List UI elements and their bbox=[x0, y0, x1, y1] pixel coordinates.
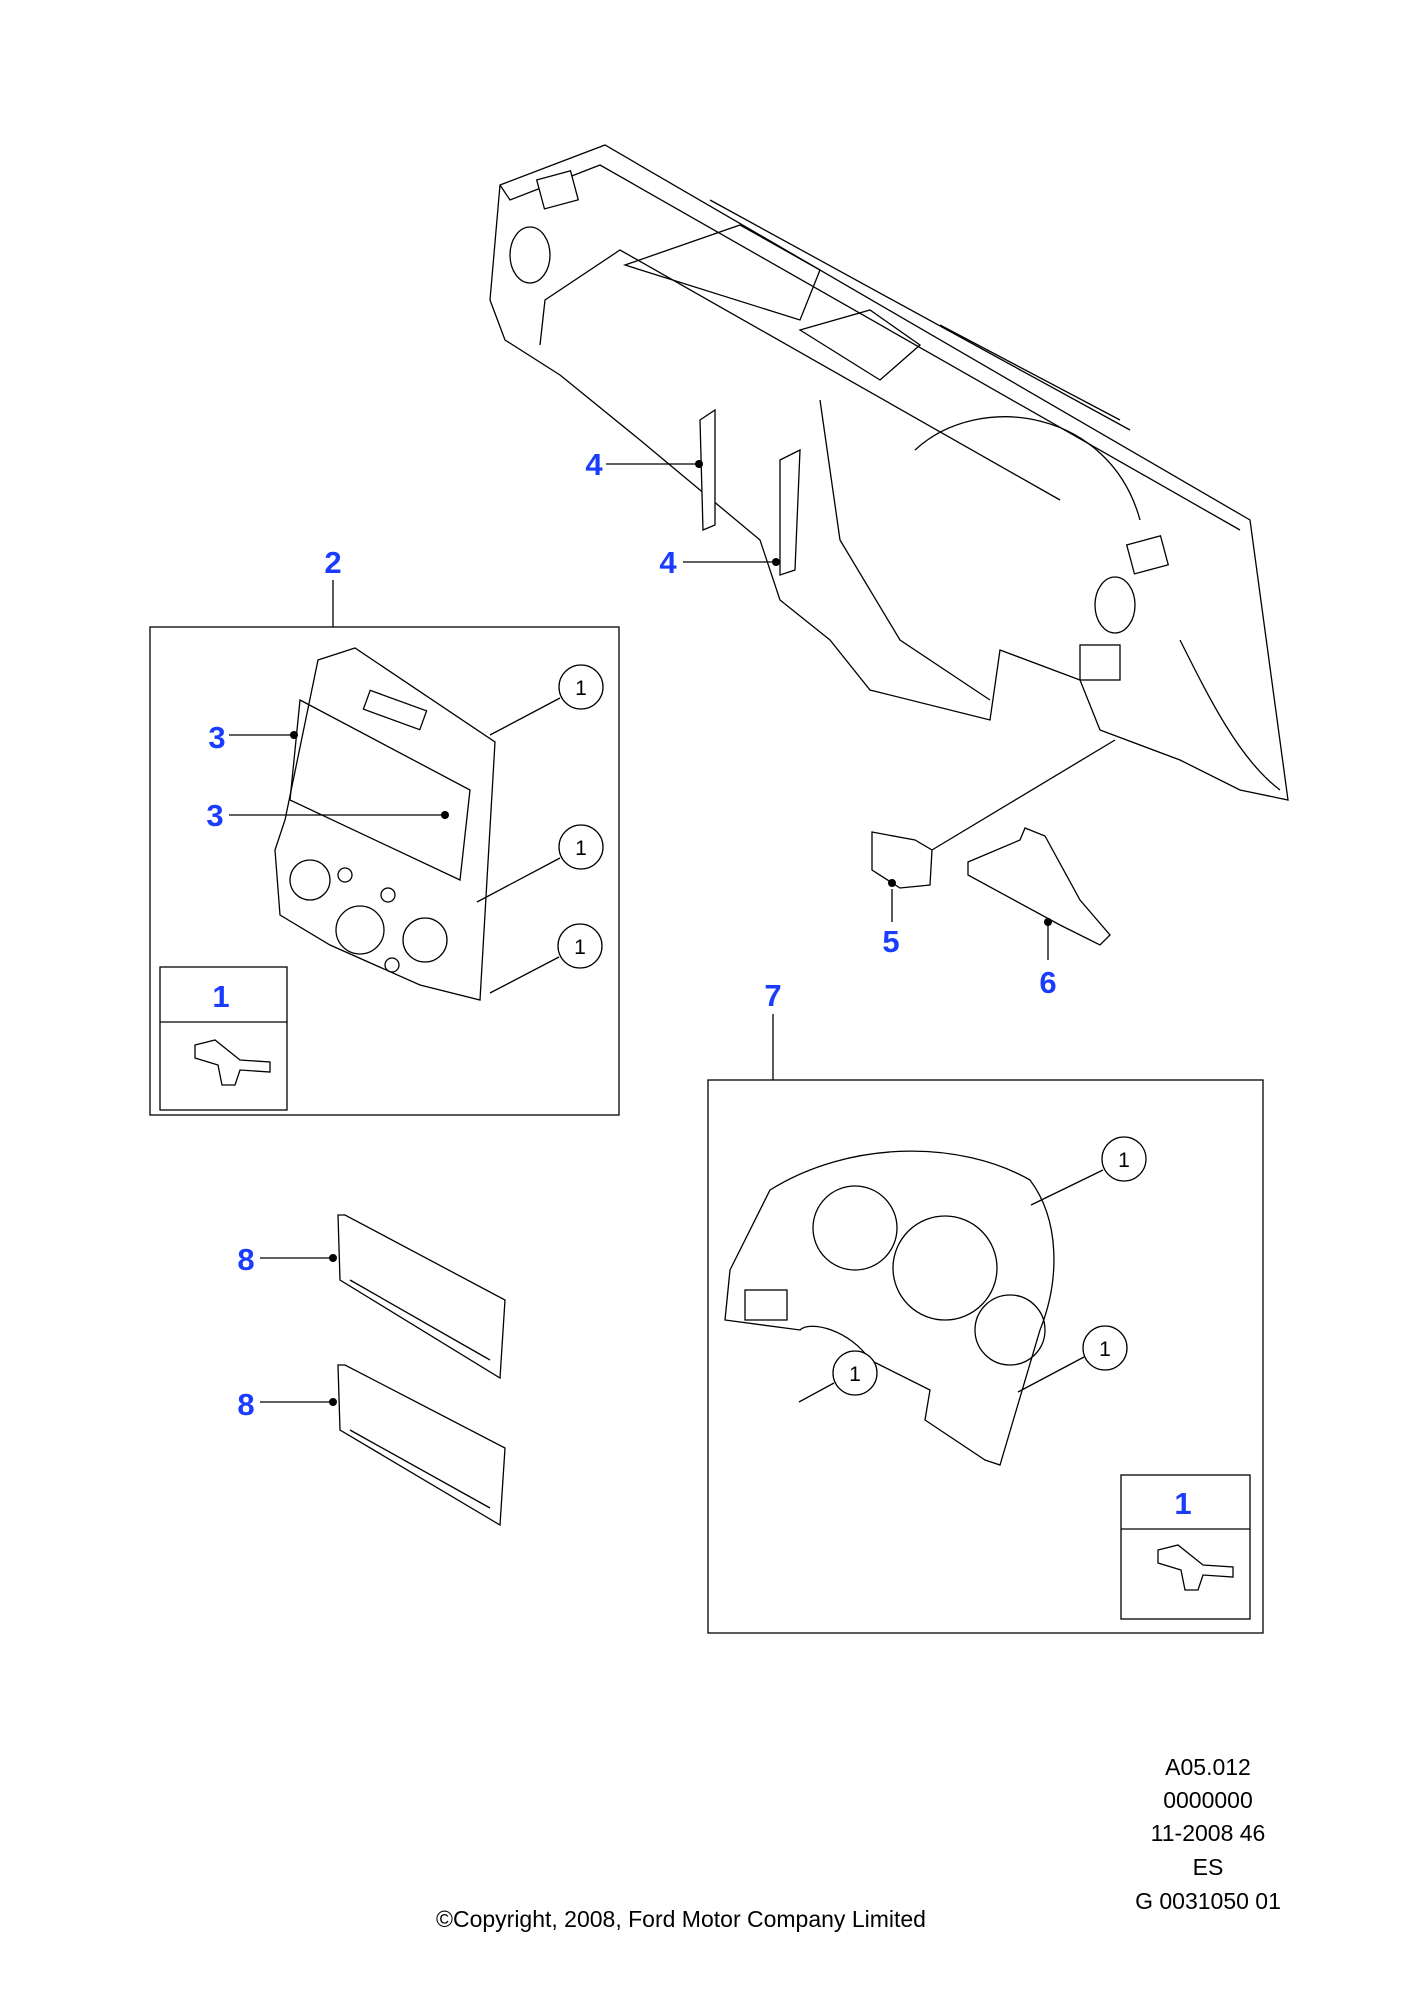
callout-1: 1 bbox=[212, 979, 229, 1014]
callout-4: 4 bbox=[659, 545, 677, 580]
circled-1: 1 bbox=[575, 837, 587, 860]
cluster-clip-box bbox=[1120, 1474, 1251, 1620]
circled-1: 1 bbox=[849, 1363, 861, 1386]
circled-1: 1 bbox=[574, 936, 586, 959]
switch-bracket bbox=[871, 831, 933, 889]
blank-cover-lower bbox=[337, 1364, 506, 1527]
circled-1: 1 bbox=[575, 677, 587, 700]
callout-1: 1 bbox=[1174, 1486, 1191, 1521]
cluster-detail-box bbox=[707, 1079, 1264, 1634]
trim-strip-left bbox=[699, 408, 716, 531]
leader-lines bbox=[229, 460, 1104, 1406]
copyright-notice: ©Copyright, 2008, Ford Motor Company Lim… bbox=[436, 1906, 926, 1932]
bezel-clip-box bbox=[159, 966, 288, 1111]
cluster-bezel bbox=[724, 1150, 1055, 1466]
callout-3: 3 bbox=[208, 720, 225, 755]
callout-8: 8 bbox=[237, 1242, 254, 1277]
callout-5: 5 bbox=[882, 924, 899, 959]
lower-trim-panel bbox=[967, 827, 1111, 946]
info-line: 0000000 bbox=[1163, 1787, 1253, 1813]
callout-7: 7 bbox=[764, 978, 781, 1013]
circled-callouts: 1 1 1 1 1 1 bbox=[557, 664, 1147, 1396]
callout-4: 4 bbox=[585, 447, 603, 482]
info-line: ES bbox=[1193, 1854, 1224, 1880]
clip-icon bbox=[1157, 1544, 1234, 1591]
callout-8: 8 bbox=[237, 1387, 254, 1422]
blank-cover-upper bbox=[337, 1214, 506, 1380]
bezel-detail-box bbox=[149, 626, 620, 1116]
clip-icon bbox=[194, 1039, 271, 1086]
info-line: 11-2008 46 bbox=[1151, 1820, 1266, 1846]
dashboard-illustration bbox=[489, 144, 1289, 801]
center-bezel bbox=[274, 647, 496, 1001]
callout-3: 3 bbox=[206, 798, 223, 833]
trim-strip-right bbox=[779, 448, 801, 576]
info-line: A05.012 bbox=[1165, 1754, 1251, 1780]
drawing-info-block: A05.012 0000000 11-2008 46 ES G 0031050 … bbox=[1135, 1754, 1281, 1914]
circled-1: 1 bbox=[1118, 1149, 1130, 1172]
callout-2: 2 bbox=[324, 545, 341, 580]
circled-1: 1 bbox=[1099, 1338, 1111, 1361]
info-line: G 0031050 01 bbox=[1135, 1888, 1281, 1914]
callout-6: 6 bbox=[1039, 965, 1056, 1000]
